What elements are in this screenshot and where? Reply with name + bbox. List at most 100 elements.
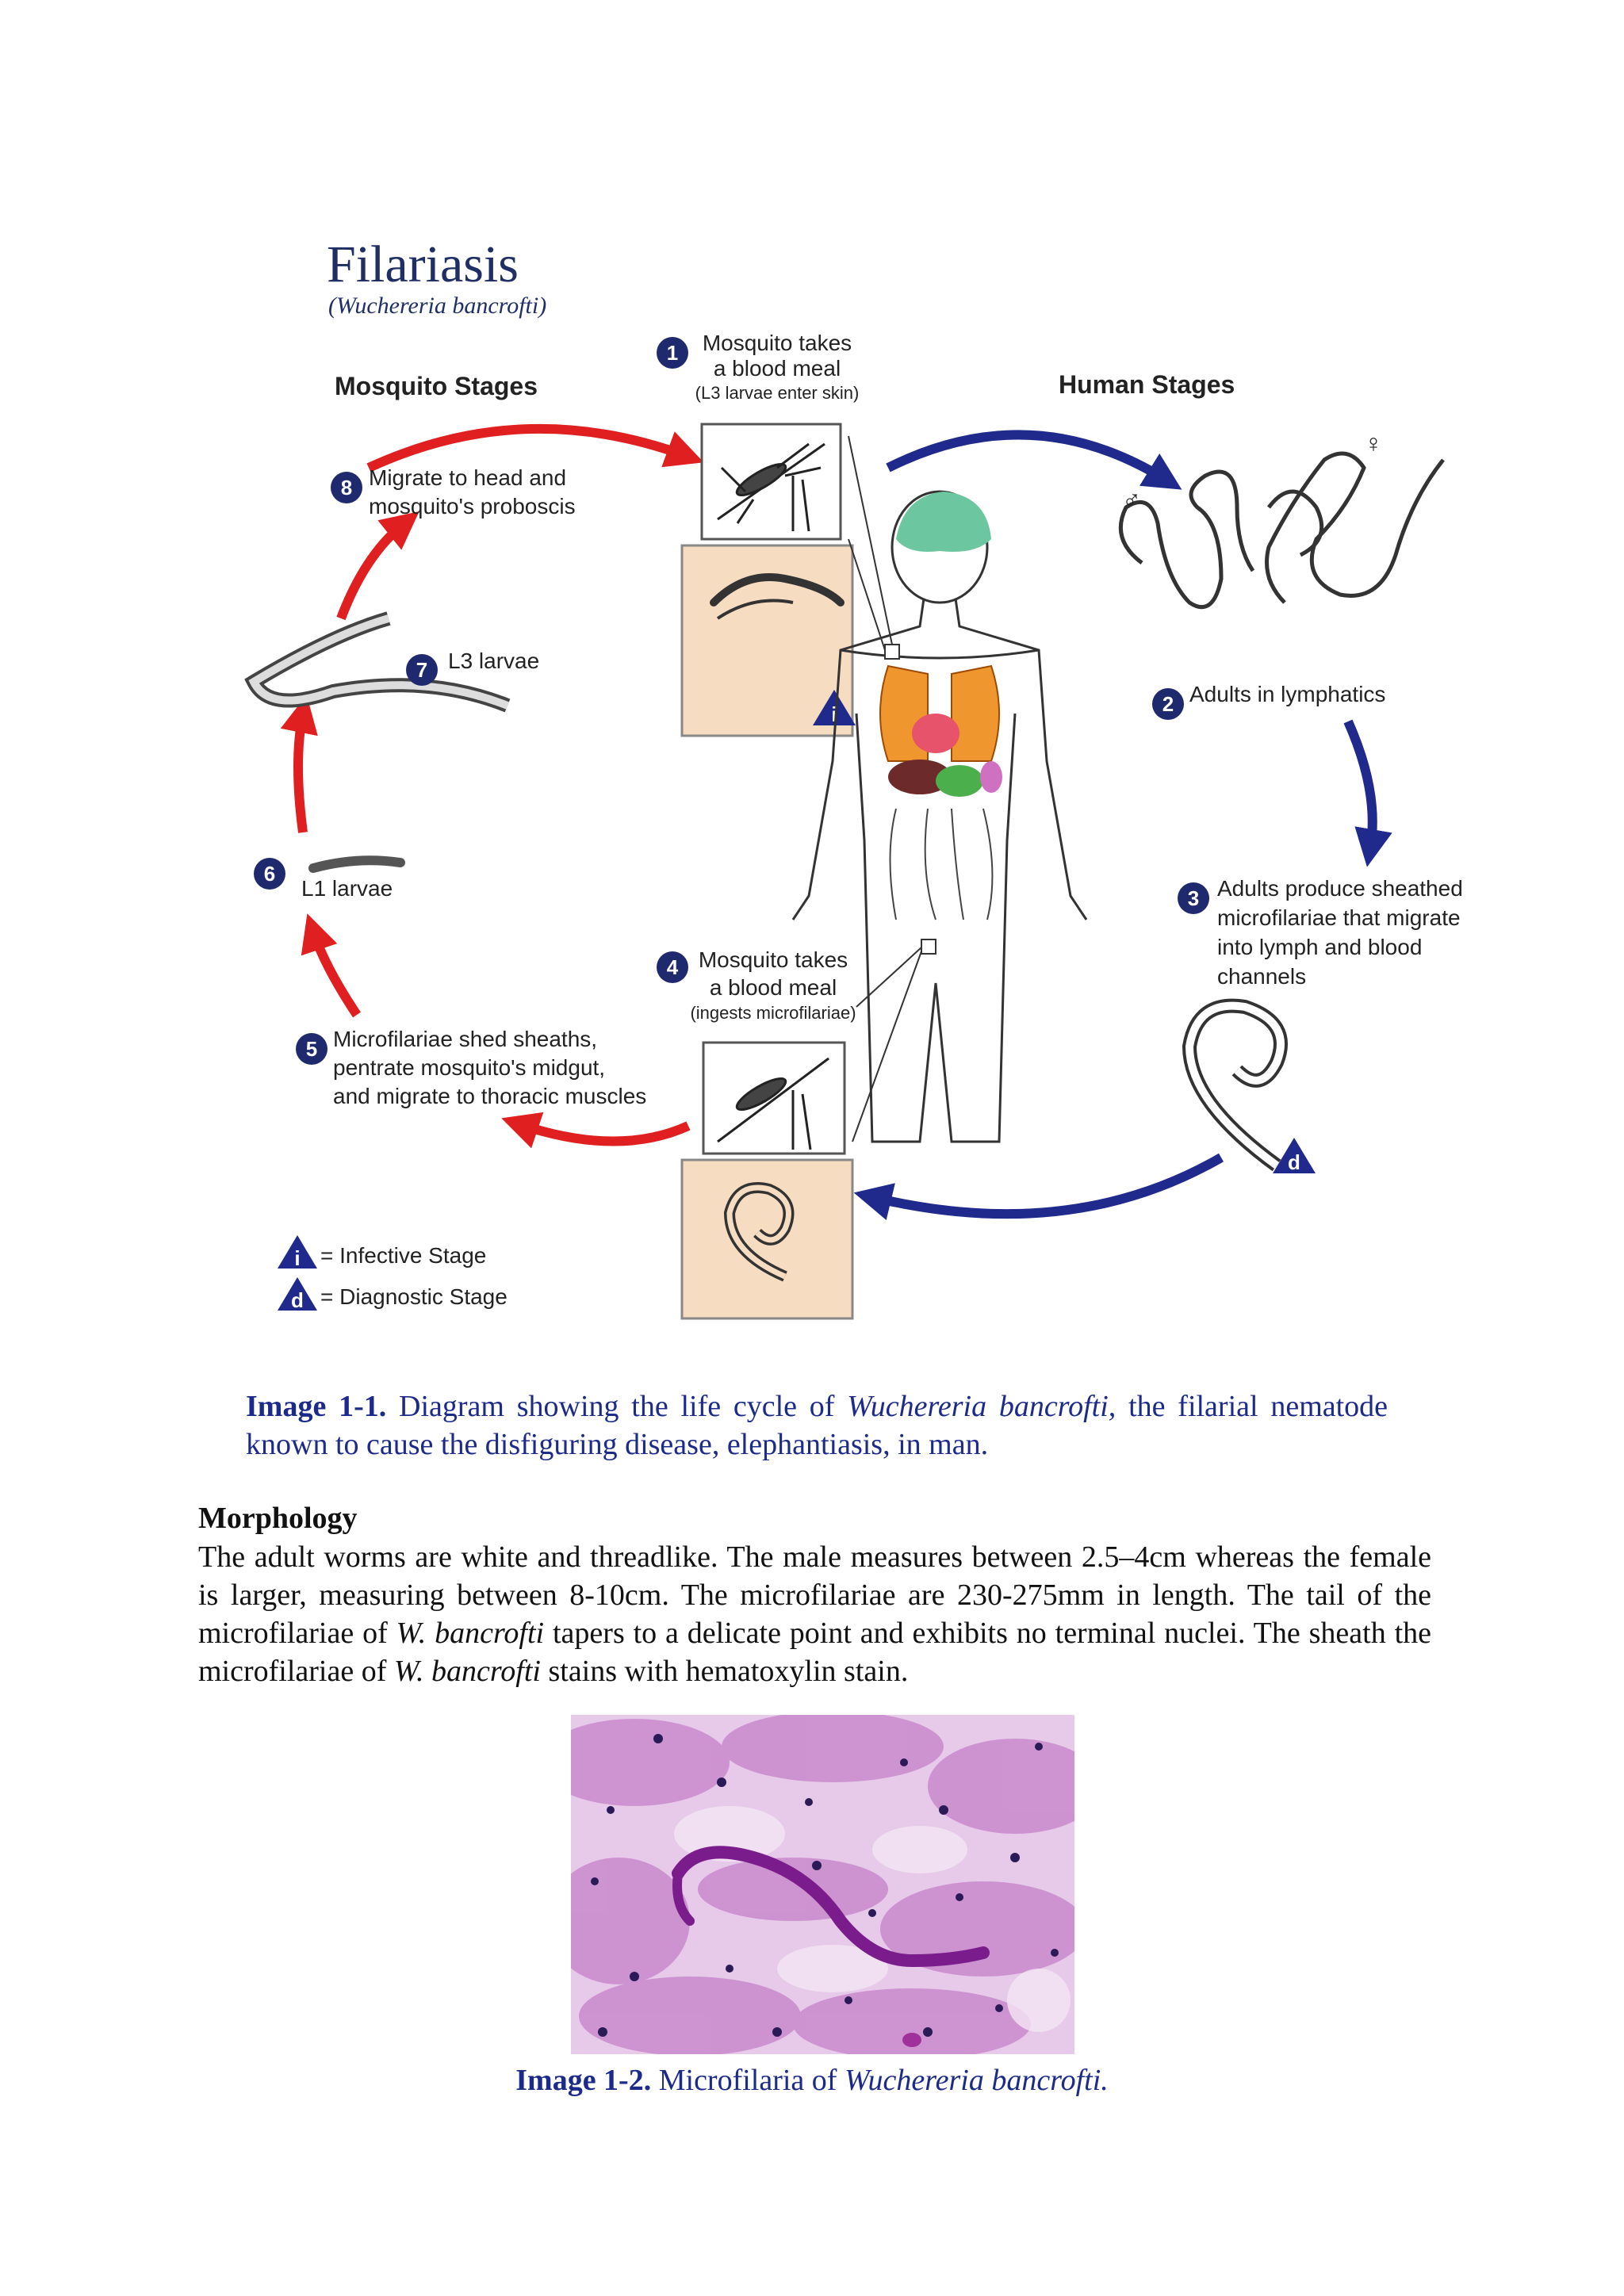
diagnostic-stage-marker-letter: d <box>1288 1150 1300 1174</box>
morphology-text-1: The adult worms are white and threadlike… <box>198 1540 1431 1650</box>
legend-diagnostic-label: = Diagnostic Stage <box>320 1284 508 1309</box>
legend-diagnostic-letter: d <box>291 1288 304 1312</box>
female-symbol: ♀ <box>1364 429 1383 457</box>
step-1-note: (L3 larvae enter skin) <box>695 383 860 403</box>
step-6-number: 6 <box>264 862 275 886</box>
l3-larva-inset-worm-outline <box>716 599 794 620</box>
step-7-number: 7 <box>416 658 427 682</box>
step-5-number: 5 <box>306 1037 317 1061</box>
arrow-3-to-4 <box>853 1153 1224 1220</box>
step-2-label: Adults in lymphatics <box>1189 682 1385 706</box>
morphology-paragraph: The adult worms are white and threadlike… <box>198 1538 1431 1690</box>
male-symbol: ♂ <box>1122 484 1141 513</box>
step-8-number: 8 <box>341 476 352 499</box>
legend-infective-marker <box>278 1235 317 1269</box>
mosquito-stages-label: Mosquito Stages <box>335 372 538 400</box>
stomach-icon <box>936 765 983 797</box>
arrow-8-to-1 <box>366 423 704 473</box>
arrow-5-to-6 <box>301 913 361 1018</box>
pointer-lines <box>848 435 922 1142</box>
legend-diagnostic-marker <box>278 1277 317 1311</box>
caption-1-text-b: the filarial nematode known to cause the… <box>246 1390 1388 1461</box>
arrow-7-to-8 <box>336 511 419 621</box>
step-8-badge <box>331 472 362 503</box>
micrograph-cells <box>591 1734 1059 2037</box>
step-3-badge <box>1178 882 1209 914</box>
arrow-2-to-3 <box>1343 719 1392 867</box>
caption-1-text-a: Diagram showing the life cycle of <box>399 1390 835 1423</box>
microfilaria-inset-worm <box>723 1182 795 1282</box>
arrow-6-to-7 <box>280 695 318 833</box>
morphology-text-2: tapers to a delicate point and exhibits … <box>198 1617 1432 1688</box>
infective-stage-marker-letter: i <box>831 702 837 726</box>
step-3-label-line4: channels <box>1217 964 1306 989</box>
l1-larva-icon <box>308 855 405 873</box>
diagram-subtitle: (Wuchereria bancrofti) <box>328 293 546 319</box>
skin-marker-bottom <box>921 939 936 955</box>
microfilaria-head <box>672 1869 695 1926</box>
legend-infective-label: = Infective Stage <box>320 1243 486 1268</box>
step-4-label-line2: a blood meal <box>710 975 837 1000</box>
step-1-label-line1: Mosquito takes <box>703 331 852 355</box>
step-8-label-line1: Migrate to head and <box>369 465 566 490</box>
infective-stage-marker <box>813 690 856 725</box>
step-5-label-line1: Microfilariae shed sheaths, <box>333 1027 597 1051</box>
morphology-species-2: W. bancrofti <box>393 1655 541 1688</box>
adult-worms-icon <box>1118 451 1445 610</box>
step-1-badge <box>657 337 688 369</box>
figure-caption-1: Image 1-1. Diagram showing the life cycl… <box>246 1387 1388 1464</box>
step-7-badge <box>406 654 438 686</box>
caption-2-species: Wuchereria bancrofti. <box>844 2064 1109 2097</box>
step-4-label-line1: Mosquito takes <box>699 947 848 972</box>
l3-larva-inset-worm <box>710 573 845 607</box>
caption-2-label: Image 1-2. <box>515 2064 652 2097</box>
micrograph-artifact <box>902 2033 921 2047</box>
morphology-species-1: W. bancrofti <box>396 1617 545 1650</box>
step-4-badge <box>657 951 688 983</box>
skin-marker-top <box>884 644 900 660</box>
morphology-text-3: stains with hematoxylin stain. <box>548 1655 909 1688</box>
figure-caption-2: Image 1-2. Microfilaria of Wuchereria ba… <box>0 2061 1624 2099</box>
arrow-4-to-5 <box>501 1112 691 1149</box>
heart-icon <box>912 714 959 753</box>
step-6-badge <box>254 858 285 890</box>
caption-1-label: Image 1-1. <box>246 1390 387 1423</box>
l3-larva-icon <box>244 611 511 713</box>
microfilaria-worm <box>672 1846 990 1968</box>
microfilaria-micrograph <box>571 1715 1074 2054</box>
arrow-1-to-2 <box>886 430 1182 490</box>
spleen-icon <box>980 761 1002 793</box>
step-4-number: 4 <box>667 955 679 979</box>
step-5-label-line2: pentrate mosquito's midgut, <box>333 1055 605 1080</box>
step-6-label: L1 larvae <box>301 876 393 901</box>
legend-infective-letter: i <box>294 1246 300 1270</box>
step-8-label-line2: mosquito's proboscis <box>369 494 576 519</box>
step-1-number: 1 <box>667 341 678 365</box>
mosquito-icon-bottom <box>717 1057 829 1150</box>
section-heading-morphology: Morphology <box>198 1502 358 1535</box>
step-2-number: 2 <box>1162 692 1174 716</box>
step-2-badge <box>1152 688 1184 720</box>
liver-icon <box>888 760 952 794</box>
step-7-label: L3 larvae <box>448 649 539 673</box>
diagnostic-stage-marker <box>1273 1138 1316 1173</box>
human-stages-label: Human Stages <box>1059 370 1235 399</box>
lymphatic-vessels <box>889 808 994 920</box>
step-1-label-line2: a blood meal <box>714 356 841 381</box>
caption-2-text: Microfilaria of <box>658 2064 837 2097</box>
step-4-note: (ingests microfilariae) <box>690 1003 856 1023</box>
lungs-icon <box>879 664 1000 762</box>
sheathed-microfilaria-icon <box>1182 998 1288 1172</box>
step-3-label-line1: Adults produce sheathed <box>1217 876 1463 901</box>
step-5-badge <box>296 1033 327 1065</box>
mosquito-icon <box>717 442 825 532</box>
lifecycle-diagram: Filariasis (Wuchereria bancrofti) Mosqui… <box>238 206 1475 1332</box>
diagram-title: Filariasis <box>327 235 519 293</box>
step-3-label-line2: microfilariae that migrate <box>1217 905 1461 930</box>
brain-icon <box>896 492 991 552</box>
caption-1-species: Wuchereria bancrofti, <box>847 1390 1116 1423</box>
step-3-number: 3 <box>1188 886 1199 910</box>
step-5-label-line3: and migrate to thoracic muscles <box>333 1084 646 1108</box>
micrograph-light-patches <box>674 1806 1071 2032</box>
